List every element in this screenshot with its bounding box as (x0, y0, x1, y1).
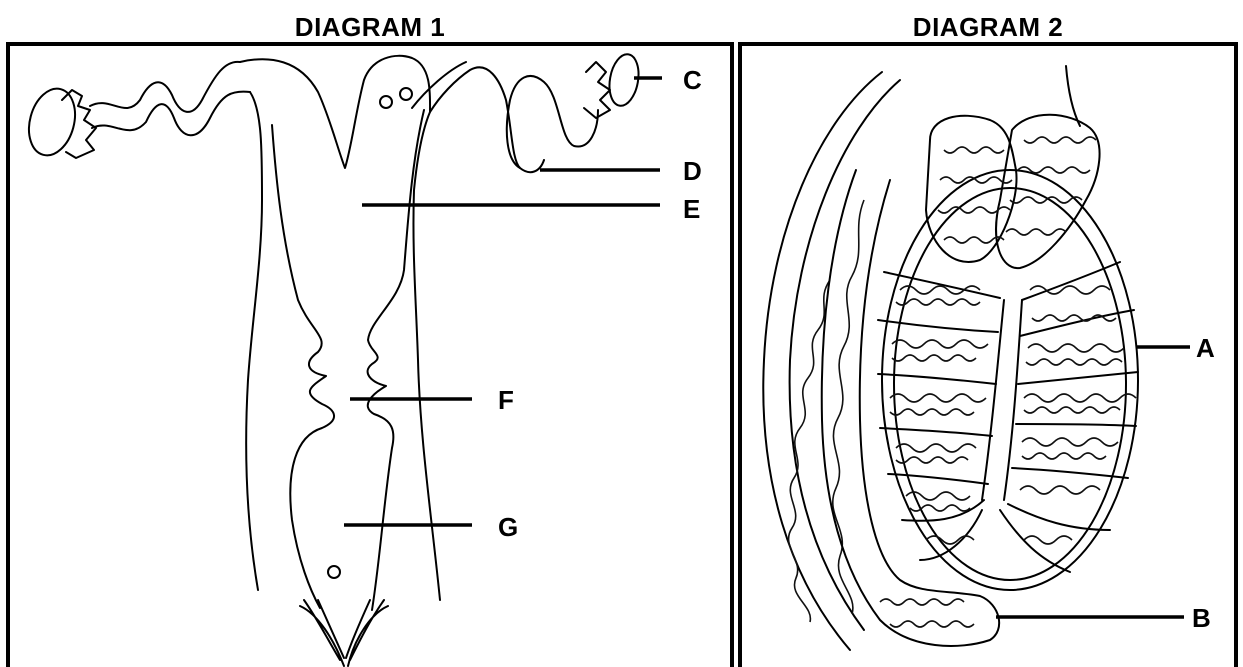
label-g: G (498, 514, 518, 540)
left-ovary (22, 83, 82, 160)
right-ovary (606, 52, 643, 108)
label-d: D (683, 158, 702, 184)
uterus-outer-outline (240, 56, 440, 600)
vulva-folds (300, 600, 388, 666)
small-circle (400, 88, 412, 100)
left-oviduct (90, 62, 250, 135)
label-c: C (683, 67, 702, 93)
epididymis-head-lobe-right (996, 115, 1099, 268)
small-circle (380, 96, 392, 108)
epididymis-tail-outline (822, 170, 999, 646)
small-circle (328, 566, 340, 578)
testis-section-drawing (763, 66, 1190, 650)
inner-canal-left (272, 125, 334, 608)
left-fimbriae (62, 90, 96, 158)
inner-canal-right (368, 110, 424, 610)
right-fimbriae (584, 62, 610, 118)
testis-body (882, 170, 1138, 590)
label-b: B (1192, 605, 1211, 631)
mediastinum (982, 300, 1022, 500)
right-oviduct-proximal (412, 62, 544, 172)
label-f: F (498, 387, 514, 413)
female-reproductive-tract-drawing (22, 52, 662, 666)
left-uterine-wall (246, 92, 262, 590)
label-a: A (1196, 335, 1215, 361)
label-e: E (683, 196, 700, 222)
right-oviduct-distal (507, 76, 598, 168)
seminiferous-tubule-texture (880, 137, 1136, 627)
